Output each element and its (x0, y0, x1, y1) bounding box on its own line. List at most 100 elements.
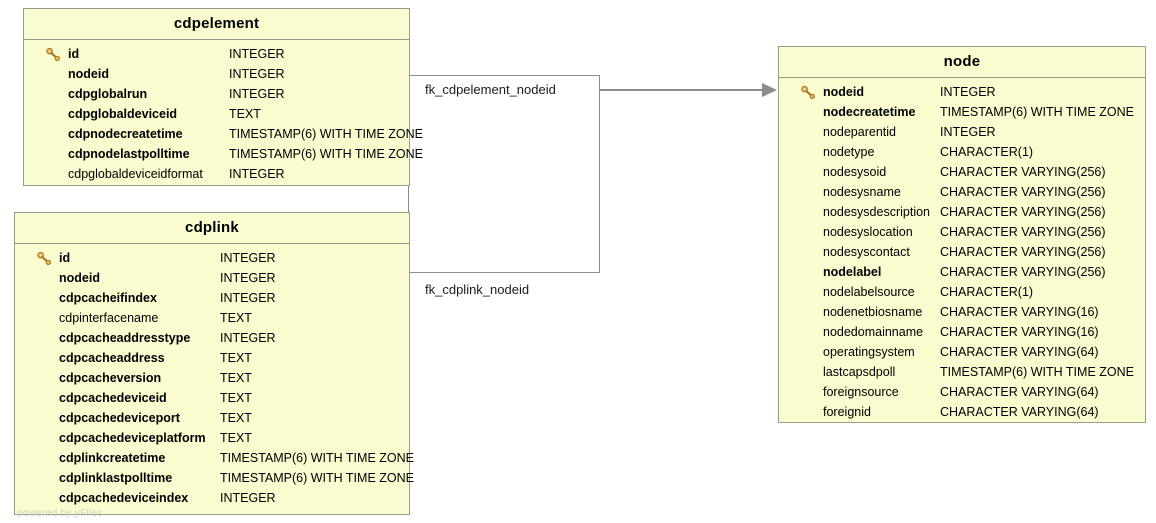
column-name: cdpcacheaddresstype (59, 331, 191, 345)
column-name: cdpglobaldeviceid (68, 107, 178, 121)
column-row: nodesysoid CHARACTER VARYING(256) (779, 162, 1145, 182)
column-name: cdpcachedeviceid (59, 391, 167, 405)
column-name: foreignid (823, 405, 871, 419)
column-name: nodesysname (823, 185, 901, 199)
primary-key-icon (46, 48, 60, 61)
column-type: TIMESTAMP(6) WITH TIME ZONE (940, 105, 1134, 119)
column-type: INTEGER (229, 67, 285, 81)
column-name: nodedomainname (823, 325, 924, 339)
column-type: INTEGER (940, 125, 996, 139)
column-name: cdplinkcreatetime (59, 451, 166, 465)
column-type: INTEGER (229, 167, 285, 181)
column-name: nodesyscontact (823, 245, 910, 259)
column-type: CHARACTER(1) (940, 145, 1034, 159)
column-name: cdpcachedeviceport (59, 411, 180, 425)
column-type: INTEGER (220, 291, 276, 305)
column-row: cdpglobaldeviceid TEXT (24, 104, 409, 124)
column-name: lastcapsdpoll (823, 365, 896, 379)
column-name: nodesysdescription (823, 205, 931, 219)
column-row: cdpcacheaddress TEXT (15, 348, 409, 368)
column-name: id (59, 251, 71, 265)
column-row: cdpglobaldeviceidformat INTEGER (24, 164, 409, 184)
column-name: nodelabel (823, 265, 882, 279)
column-row: operatingsystem CHARACTER VARYING(64) (779, 342, 1145, 362)
column-type: INTEGER (940, 85, 996, 99)
column-row: nodesysname CHARACTER VARYING(256) (779, 182, 1145, 202)
column-type: TEXT (220, 311, 252, 325)
column-row: cdpinterfacename TEXT (15, 308, 409, 328)
column-type: INTEGER (220, 331, 276, 345)
column-name: id (68, 47, 80, 61)
column-name: cdpcacheaddress (59, 351, 165, 365)
column-type: CHARACTER VARYING(256) (940, 185, 1106, 199)
column-type: TIMESTAMP(6) WITH TIME ZONE (229, 127, 423, 141)
column-type: CHARACTER VARYING(256) (940, 165, 1106, 179)
column-type: CHARACTER VARYING(64) (940, 385, 1099, 399)
column-type: TEXT (220, 351, 252, 365)
column-row: cdpcachedeviceid TEXT (15, 388, 409, 408)
column-name: operatingsystem (823, 345, 915, 359)
column-name: cdpinterfacename (59, 311, 159, 325)
column-row: foreignid CHARACTER VARYING(64) (779, 402, 1145, 422)
column-row: nodesysdescription CHARACTER VARYING(256) (779, 202, 1145, 222)
column-name: foreignsource (823, 385, 899, 399)
column-type: CHARACTER VARYING(64) (940, 405, 1099, 419)
column-name: cdpglobaldeviceidformat (68, 167, 203, 181)
column-row: id INTEGER (15, 248, 409, 268)
column-name: nodecreatetime (823, 105, 916, 119)
column-type: CHARACTER(1) (940, 285, 1034, 299)
column-row: cdpcacheaddresstype INTEGER (15, 328, 409, 348)
column-row: nodesyscontact CHARACTER VARYING(256) (779, 242, 1145, 262)
column-type: TEXT (220, 431, 252, 445)
relationship-label-fk-cdpelement-nodeid: fk_cdpelement_nodeid (425, 82, 556, 97)
column-name: nodesysoid (823, 165, 887, 179)
column-name: nodeparentid (823, 125, 896, 139)
column-type: CHARACTER VARYING(64) (940, 345, 1099, 359)
column-type: CHARACTER VARYING(256) (940, 245, 1106, 259)
column-type: CHARACTER VARYING(256) (940, 225, 1106, 239)
column-type: TEXT (229, 107, 261, 121)
column-name: cdpcacheifindex (59, 291, 157, 305)
column-type: INTEGER (220, 251, 276, 265)
column-type: INTEGER (220, 271, 276, 285)
column-name: nodesyslocation (823, 225, 913, 239)
watermark-text: powered by yFiles (17, 508, 103, 519)
column-name: nodeid (68, 67, 109, 81)
column-row: lastcapsdpoll TIMESTAMP(6) WITH TIME ZONE (779, 362, 1145, 382)
column-type: CHARACTER VARYING(256) (940, 205, 1106, 219)
column-type: TEXT (220, 371, 252, 385)
column-row: nodecreatetime TIMESTAMP(6) WITH TIME ZON… (779, 102, 1145, 122)
column-type: CHARACTER VARYING(256) (940, 265, 1106, 279)
entity-title-node: node (779, 47, 1145, 78)
column-type: INTEGER (220, 491, 276, 505)
primary-key-icon (37, 252, 51, 265)
column-row: cdpnodelastpolltime TIMESTAMP(6) WITH TIM… (24, 144, 423, 164)
entity-title-cdplink: cdplink (15, 213, 409, 244)
column-row: nodeid INTEGER (24, 64, 409, 84)
relationship-arrow-line (600, 89, 766, 91)
column-row: foreignsource CHARACTER VARYING(64) (779, 382, 1145, 402)
column-type: TIMESTAMP(6) WITH TIME ZONE (229, 147, 423, 161)
column-type: TIMESTAMP(6) WITH TIME ZONE (940, 365, 1134, 379)
column-type: TEXT (220, 391, 252, 405)
column-row: nodesyslocation CHARACTER VARYING(256) (779, 222, 1145, 242)
column-row: nodeparentid INTEGER (779, 122, 1145, 142)
column-name: cdpnodelastpolltime (68, 147, 190, 161)
column-row: nodelabel CHARACTER VARYING(256) (779, 262, 1145, 282)
